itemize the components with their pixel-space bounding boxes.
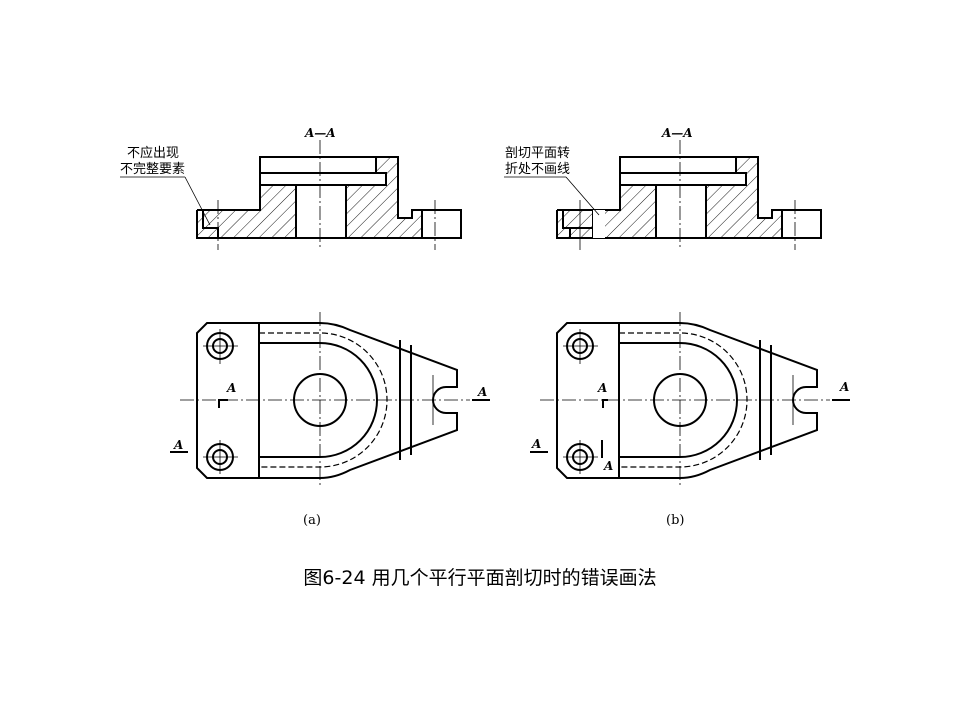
cut-label-a1: A bbox=[226, 381, 236, 395]
sub-label-b: (b) bbox=[666, 513, 684, 528]
cut-label-b3: A bbox=[603, 459, 613, 473]
section-label-b: A—A bbox=[661, 126, 693, 140]
figure-caption: 图6-24 用几个平行平面剖切时的错误画法 bbox=[303, 567, 656, 589]
cut-label-b1: A bbox=[597, 381, 607, 395]
note-a-line1: 不应出现 bbox=[127, 145, 179, 161]
section-view-a bbox=[196, 139, 462, 251]
cut-label-b4: A bbox=[839, 380, 849, 394]
sub-label-a: (a) bbox=[303, 513, 321, 528]
note-b-line1: 剖切平面转 bbox=[505, 146, 570, 161]
view-a: A—A 不应出现 不完整要素 A A A (a) bbox=[120, 126, 490, 528]
plan-view-b bbox=[539, 311, 831, 489]
cut-label-b2: A bbox=[531, 437, 541, 451]
note-b-line2: 折处不画线 bbox=[505, 162, 570, 177]
cut-label-a3: A bbox=[477, 385, 487, 399]
cut-label-a2: A bbox=[173, 438, 183, 452]
view-b: A—A 剖切平面转 折处不画线 A A A A (b) bbox=[504, 126, 850, 528]
section-label-a: A—A bbox=[304, 126, 336, 140]
note-a-line2: 不完整要素 bbox=[120, 162, 185, 177]
